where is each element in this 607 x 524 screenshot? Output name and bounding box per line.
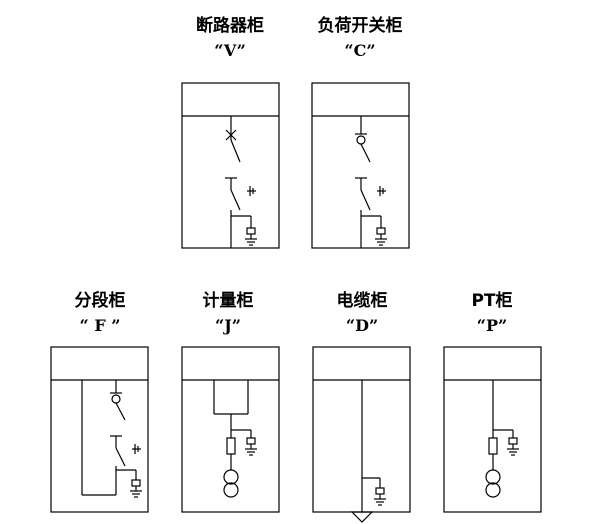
breaker-blade xyxy=(230,139,241,163)
section-cabinet-title: 分段柜 xyxy=(75,290,126,311)
loadswitch-cabinet-code: “C” xyxy=(344,41,375,60)
load-switch-blade xyxy=(360,143,371,163)
metering-cabinet-code: “J” xyxy=(215,316,241,335)
load-switch-contact-icon xyxy=(356,135,366,145)
fuse-icon xyxy=(226,437,236,455)
cable-cabinet-code: “D” xyxy=(346,316,378,335)
breaker-cabinet-title: 断路器柜 xyxy=(196,15,264,36)
cable-cabinet-title: 电缆柜 xyxy=(337,290,388,311)
pt-cabinet-code: “P” xyxy=(477,316,507,335)
section-cabinet-code: “ F ” xyxy=(80,316,121,335)
voltage-transformer-icon xyxy=(485,469,501,485)
pt-cabinet xyxy=(443,346,542,513)
metering-cabinet-title: 计量柜 xyxy=(203,290,254,311)
metering-cabinet xyxy=(181,346,280,513)
fuse-icon xyxy=(246,227,256,235)
breaker-cabinet-code: “V” xyxy=(214,41,246,60)
loadswitch-cabinet xyxy=(311,82,410,249)
loadswitch-cabinet-title: 负荷开关柜 xyxy=(318,15,403,36)
fuse-icon xyxy=(488,437,498,455)
section-cabinet xyxy=(50,346,149,513)
cable-cabinet xyxy=(312,346,411,523)
pt-cabinet-title: PT柜 xyxy=(471,290,512,311)
transformer-icon xyxy=(223,469,239,485)
cable-outlet-icon xyxy=(350,511,374,523)
breaker-cabinet xyxy=(181,82,280,249)
